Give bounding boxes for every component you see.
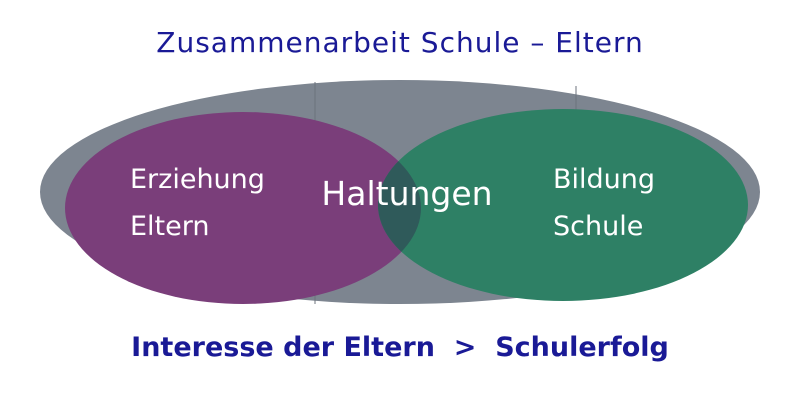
left-circle-line1: Erziehung xyxy=(130,164,265,195)
right-circle-line2: Schule xyxy=(553,211,643,242)
footer-operator: > xyxy=(453,332,477,363)
overlap-label: Haltungen xyxy=(321,174,492,213)
left-circle-erziehung xyxy=(65,112,421,304)
footer-left: Interesse der Eltern xyxy=(131,332,435,363)
slide-title: Zusammenarbeit Schule – Eltern xyxy=(156,26,644,59)
footer-statement: Interesse der Eltern > Schulerfolg xyxy=(0,332,800,363)
right-circle-line1: Bildung xyxy=(553,164,655,195)
left-circle-line2: Eltern xyxy=(130,211,210,242)
footer-right: Schulerfolg xyxy=(495,332,669,363)
right-circle-bildung xyxy=(378,109,748,301)
